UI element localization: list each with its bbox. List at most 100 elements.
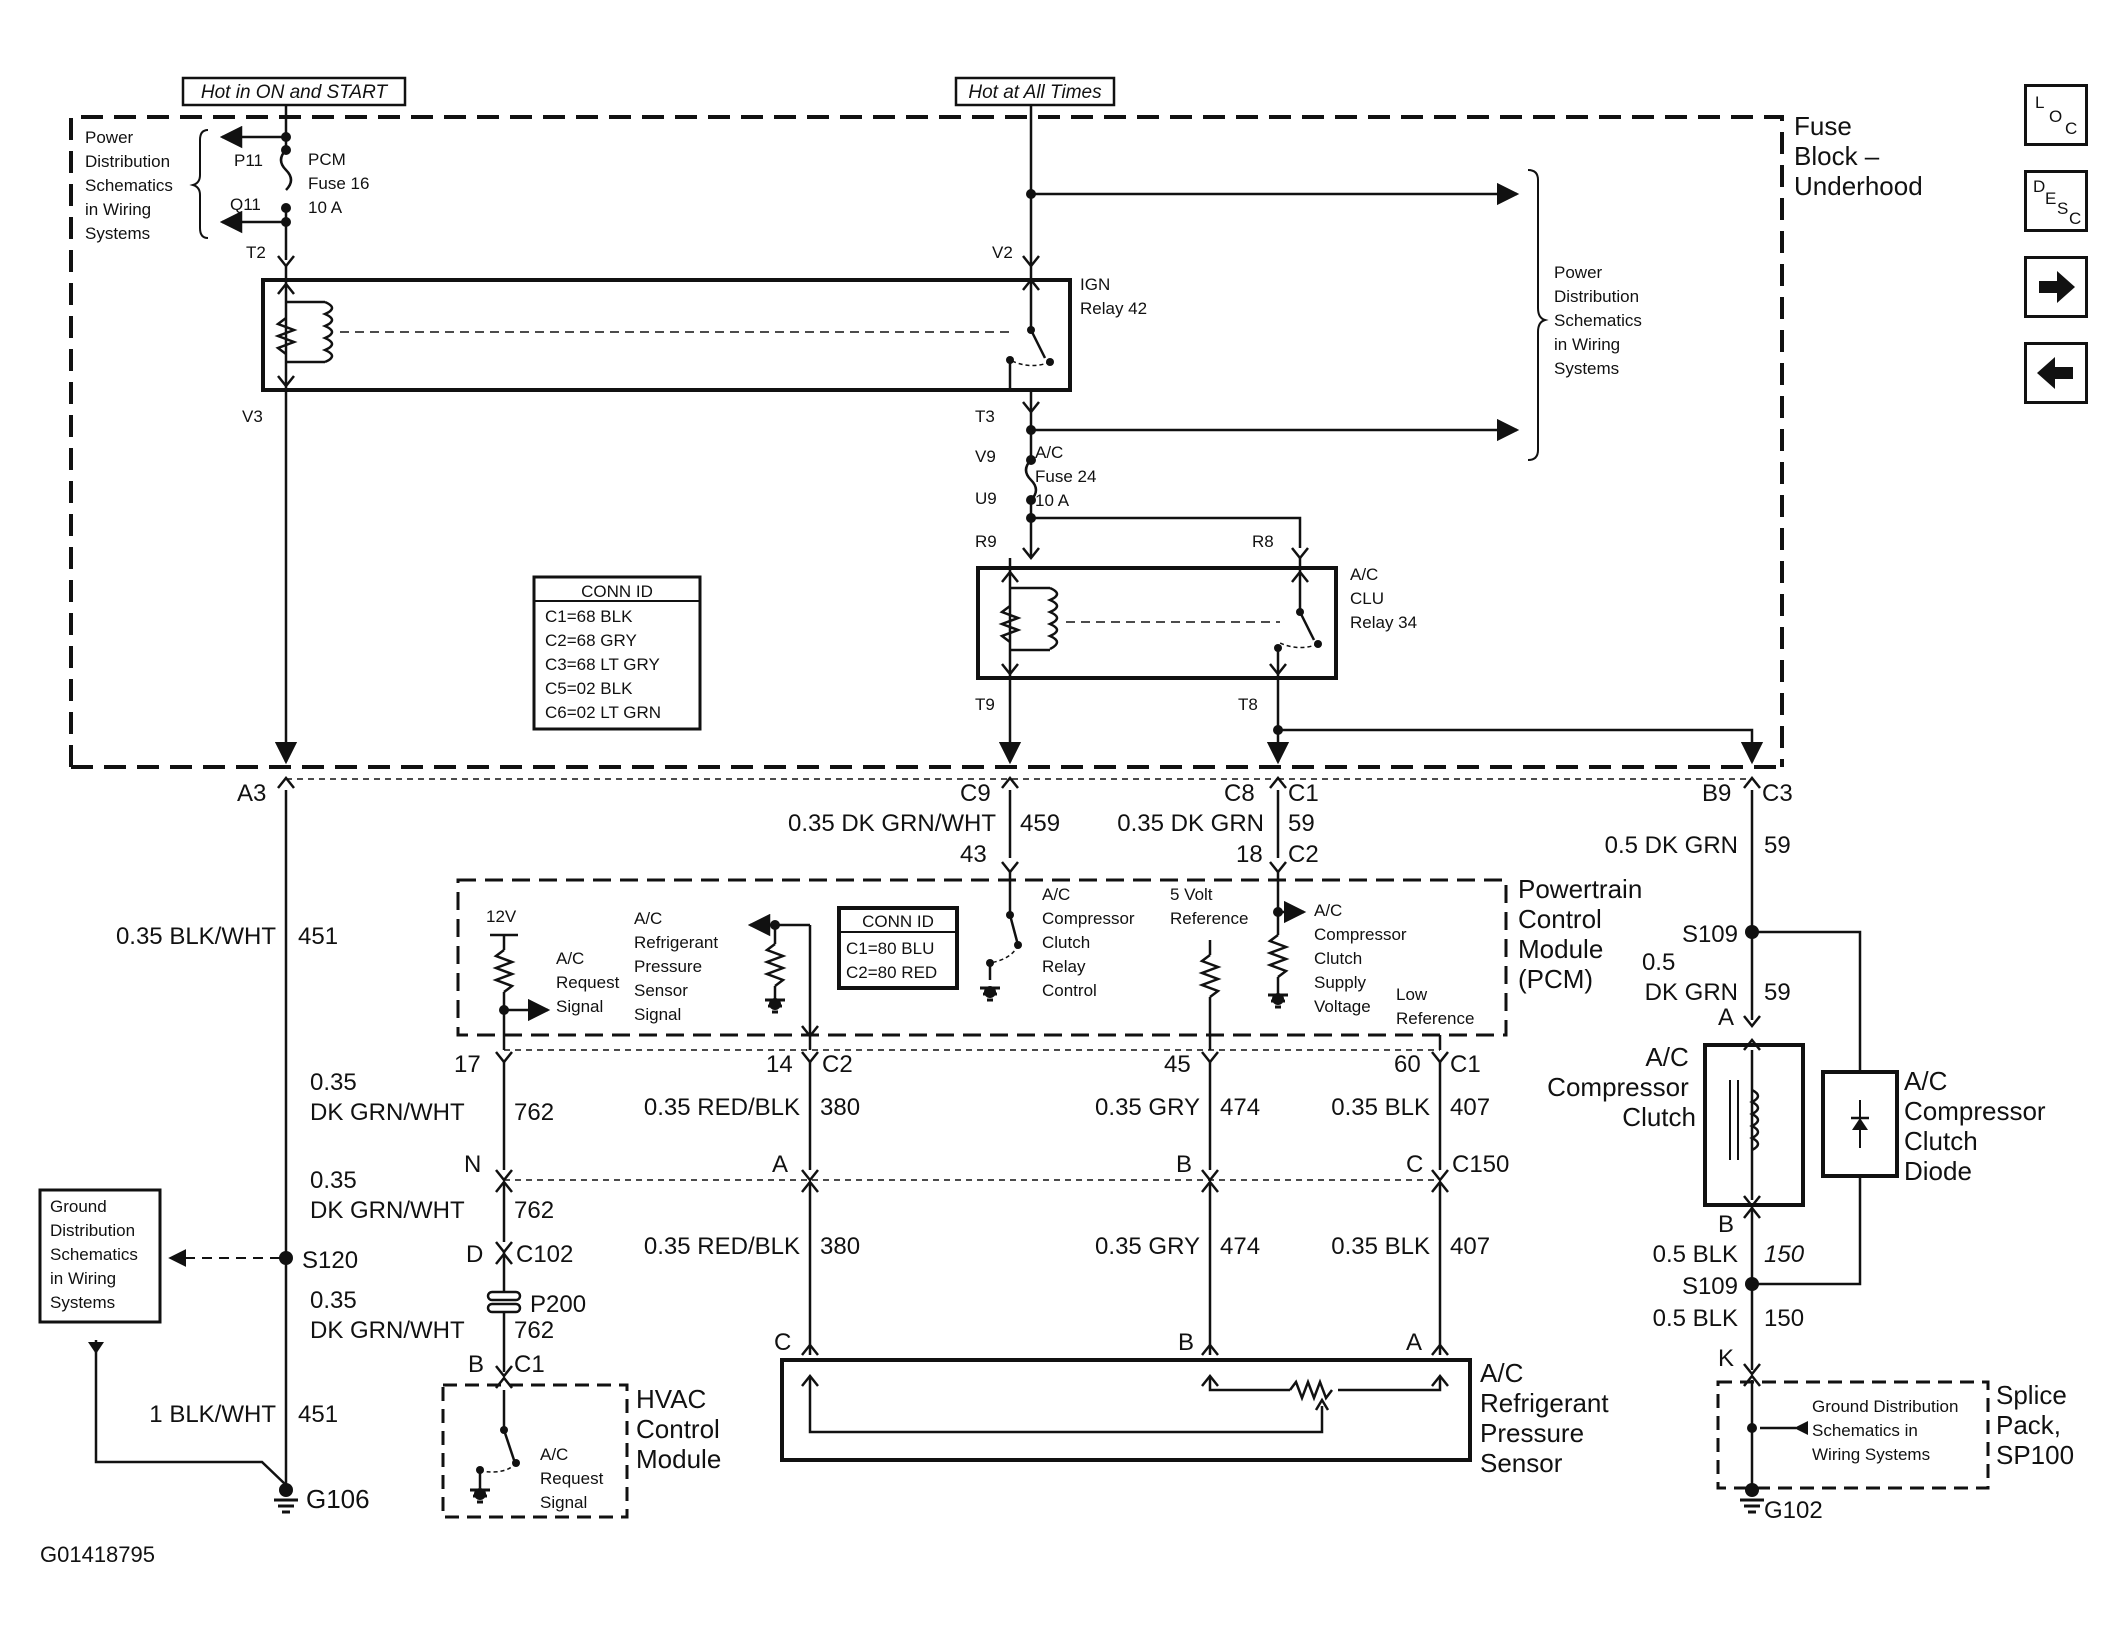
hvac-module-name: HVAC Control Module [636, 1384, 727, 1474]
terminal-t8: T8 [1238, 695, 1258, 714]
pcm-5v-ref-label: 5 Volt Reference [1170, 885, 1248, 928]
sensor-pin-b: B [1178, 1329, 1194, 1356]
refrigerant-pressure-sensor: C B A A/C Refrigerant Pressure Sensor [774, 1329, 1609, 1478]
sensor-pin-c: C [774, 1329, 791, 1356]
wire-59c-circuit: 59 [1764, 979, 1791, 1006]
wire-150a-circuit: 150 [1764, 1241, 1805, 1268]
hvac-pin-b: B [468, 1351, 484, 1378]
power-distribution-right: Power Distribution Schematics in Wiring … [1026, 169, 1642, 461]
wire-407b-circuit: 407 [1450, 1233, 1490, 1260]
c150-pin-n: N [464, 1151, 481, 1178]
pcm-pin-60: 60 [1394, 1051, 1421, 1078]
connector-c8: C8 [1224, 780, 1255, 807]
wire-380b-color: 0.35 RED/BLK [644, 1233, 800, 1260]
splice-pack-name: Splice Pack, SP100 [1996, 1380, 2074, 1470]
wire-150b-circuit: 150 [1764, 1305, 1804, 1332]
wire-762a-circuit: 762 [514, 1099, 554, 1126]
pcm-low-ref-label: Low Reference [1396, 985, 1474, 1028]
terminal-v2: V2 [992, 243, 1013, 262]
compressor-clutch-branch: 0.5 DK GRN 59 S109 0.5 DK GRN 59 A A/C C… [1547, 790, 1862, 1377]
hvac-control-module: A/C Request Signal HVAC Control Module [441, 1383, 727, 1519]
connector-a3: A3 [237, 780, 266, 807]
pcm-conn-id-rows: C1=80 BLU C2=80 RED [846, 939, 939, 982]
wire-459: 0.35 DK GRN/WHT 459 43 [788, 790, 1060, 875]
loc-letter-l: L [2035, 93, 2045, 112]
terminal-r9: R9 [975, 532, 997, 551]
terminal-r8: R8 [1252, 532, 1274, 551]
wire-459-color: 0.35 DK GRN/WHT [788, 810, 996, 837]
hot-on-start-label: Hot in ON and START [201, 82, 389, 103]
terminal-v9: V9 [975, 447, 996, 466]
ground-g106: G106 [306, 1484, 370, 1514]
connector-c2-top: C2 [1288, 841, 1319, 868]
splice-pack-pin-k: K [1718, 1345, 1734, 1372]
c150-pin-b: B [1176, 1151, 1192, 1178]
wire-762a-color: 0.35 DK GRN/WHT [310, 1069, 465, 1126]
fuse-block-conn-id: CONN ID C1=68 BLK C2=68 GRY C3=68 LT GRY… [532, 575, 702, 731]
wire-380a-circuit: 380 [820, 1094, 860, 1121]
connector-b9: B9 [1702, 780, 1731, 807]
conn-id-title: CONN ID [581, 582, 653, 601]
pcm-pin-43: 43 [960, 841, 987, 868]
wire-59a-color: 0.35 DK GRN [1117, 810, 1264, 837]
connector-c150: N A B C C150 [464, 1151, 1509, 1193]
terminal-v3: V3 [242, 407, 263, 426]
hot-on-start-source: Hot in ON and START [181, 76, 407, 107]
wire-59c-color: 0.5 DK GRN [1642, 949, 1738, 1006]
wire-474b-color: 0.35 GRY [1095, 1233, 1200, 1260]
wire-380b-circuit: 380 [820, 1233, 860, 1260]
fuse-block-exit-wires: A3 C9 C8 C1 B9 C3 [237, 400, 1793, 807]
wire-762c-color: 0.35 DK GRN/WHT [310, 1287, 465, 1344]
hvac-connector-c1: C1 [514, 1351, 545, 1378]
splice-s120-dot [279, 1251, 293, 1265]
wire-380a-color: 0.35 RED/BLK [644, 1094, 800, 1121]
c150-pin-c: C [1406, 1151, 1423, 1178]
wire-762c-circuit: 762 [514, 1317, 554, 1344]
conn-id-rows: C1=68 BLK C2=68 GRY C3=68 LT GRY C5=02 B… [545, 607, 664, 722]
wire-150a-color: 0.5 BLK [1653, 1241, 1738, 1268]
forward-button[interactable] [2024, 256, 2088, 318]
pcm-module: Powertrain Control Module (PCM) 12V A/C … [456, 872, 1642, 1050]
wire-150b-color: 0.5 BLK [1653, 1305, 1738, 1332]
pcm-pin-18: 18 [1236, 841, 1263, 868]
terminal-t2: T2 [246, 243, 266, 262]
pcm-lower-connectors: 17 14 C2 45 60 C1 [454, 1035, 1481, 1078]
loc-letter-o: O [2049, 107, 2063, 126]
loc-letter-c: C [2065, 119, 2078, 138]
ground-g102: G102 [1764, 1497, 1823, 1524]
compressor-clutch-diode: A/C Compressor Clutch Diode [1821, 1066, 2053, 1186]
wires-pcm-to-c150: 0.35 DK GRN/WHT 762 0.35 RED/BLK 380 0.3… [310, 1062, 1490, 1170]
wire-451b-circuit: 451 [298, 1401, 338, 1428]
terminal-t3: T3 [975, 407, 995, 426]
compressor-diode-label: A/C Compressor Clutch Diode [1904, 1066, 2053, 1186]
fuse-block-name: Fuse Block – Underhood [1794, 111, 1923, 201]
desc-letter-e: E [2045, 189, 2057, 208]
wire-59-pcm: 0.35 DK GRN 59 18 C2 [1117, 790, 1319, 875]
wire-451a-circuit: 451 [298, 923, 338, 950]
wire-459-circuit: 459 [1020, 810, 1060, 837]
desc-letter-c: C [2069, 209, 2082, 228]
c150-pin-a: A [772, 1151, 788, 1178]
clu-relay-label: A/C CLU Relay 34 [1350, 565, 1417, 632]
wire-407b-color: 0.35 BLK [1331, 1233, 1430, 1260]
wire-451a-color: 0.35 BLK/WHT [116, 923, 276, 950]
c102-name: C102 [516, 1241, 573, 1268]
back-button[interactable] [2024, 342, 2088, 404]
wire-762b-circuit: 762 [514, 1197, 554, 1224]
power-distribution-left: Power Distribution Schematics in Wiring … [85, 125, 286, 243]
arrow-right-icon [2039, 271, 2075, 303]
ground-dist-left-text: Ground Distribution Schematics in Wiring… [50, 1197, 143, 1312]
splice-s109-upper: S109 [1682, 921, 1738, 948]
ac-fuse-label: A/C Fuse 24 10 A [1035, 443, 1101, 510]
figure-id: G01418795 [40, 1542, 155, 1567]
wire-474b-circuit: 474 [1220, 1233, 1260, 1260]
loc-button[interactable]: L O C [2024, 84, 2088, 146]
desc-button[interactable]: D E S C [2024, 170, 2088, 232]
pcm-clutch-supply-label: A/C Compressor Clutch Supply Voltage [1314, 901, 1411, 1016]
hot-all-times-label: Hot at All Times [968, 82, 1102, 103]
hot-all-times-source: Hot at All Times [954, 76, 1116, 107]
sensor-pin-a: A [1406, 1329, 1422, 1356]
ac-clu-relay-34: A/C CLU Relay 34 T9 T8 [975, 558, 1417, 714]
pcm-conn-id-title: CONN ID [862, 912, 934, 931]
